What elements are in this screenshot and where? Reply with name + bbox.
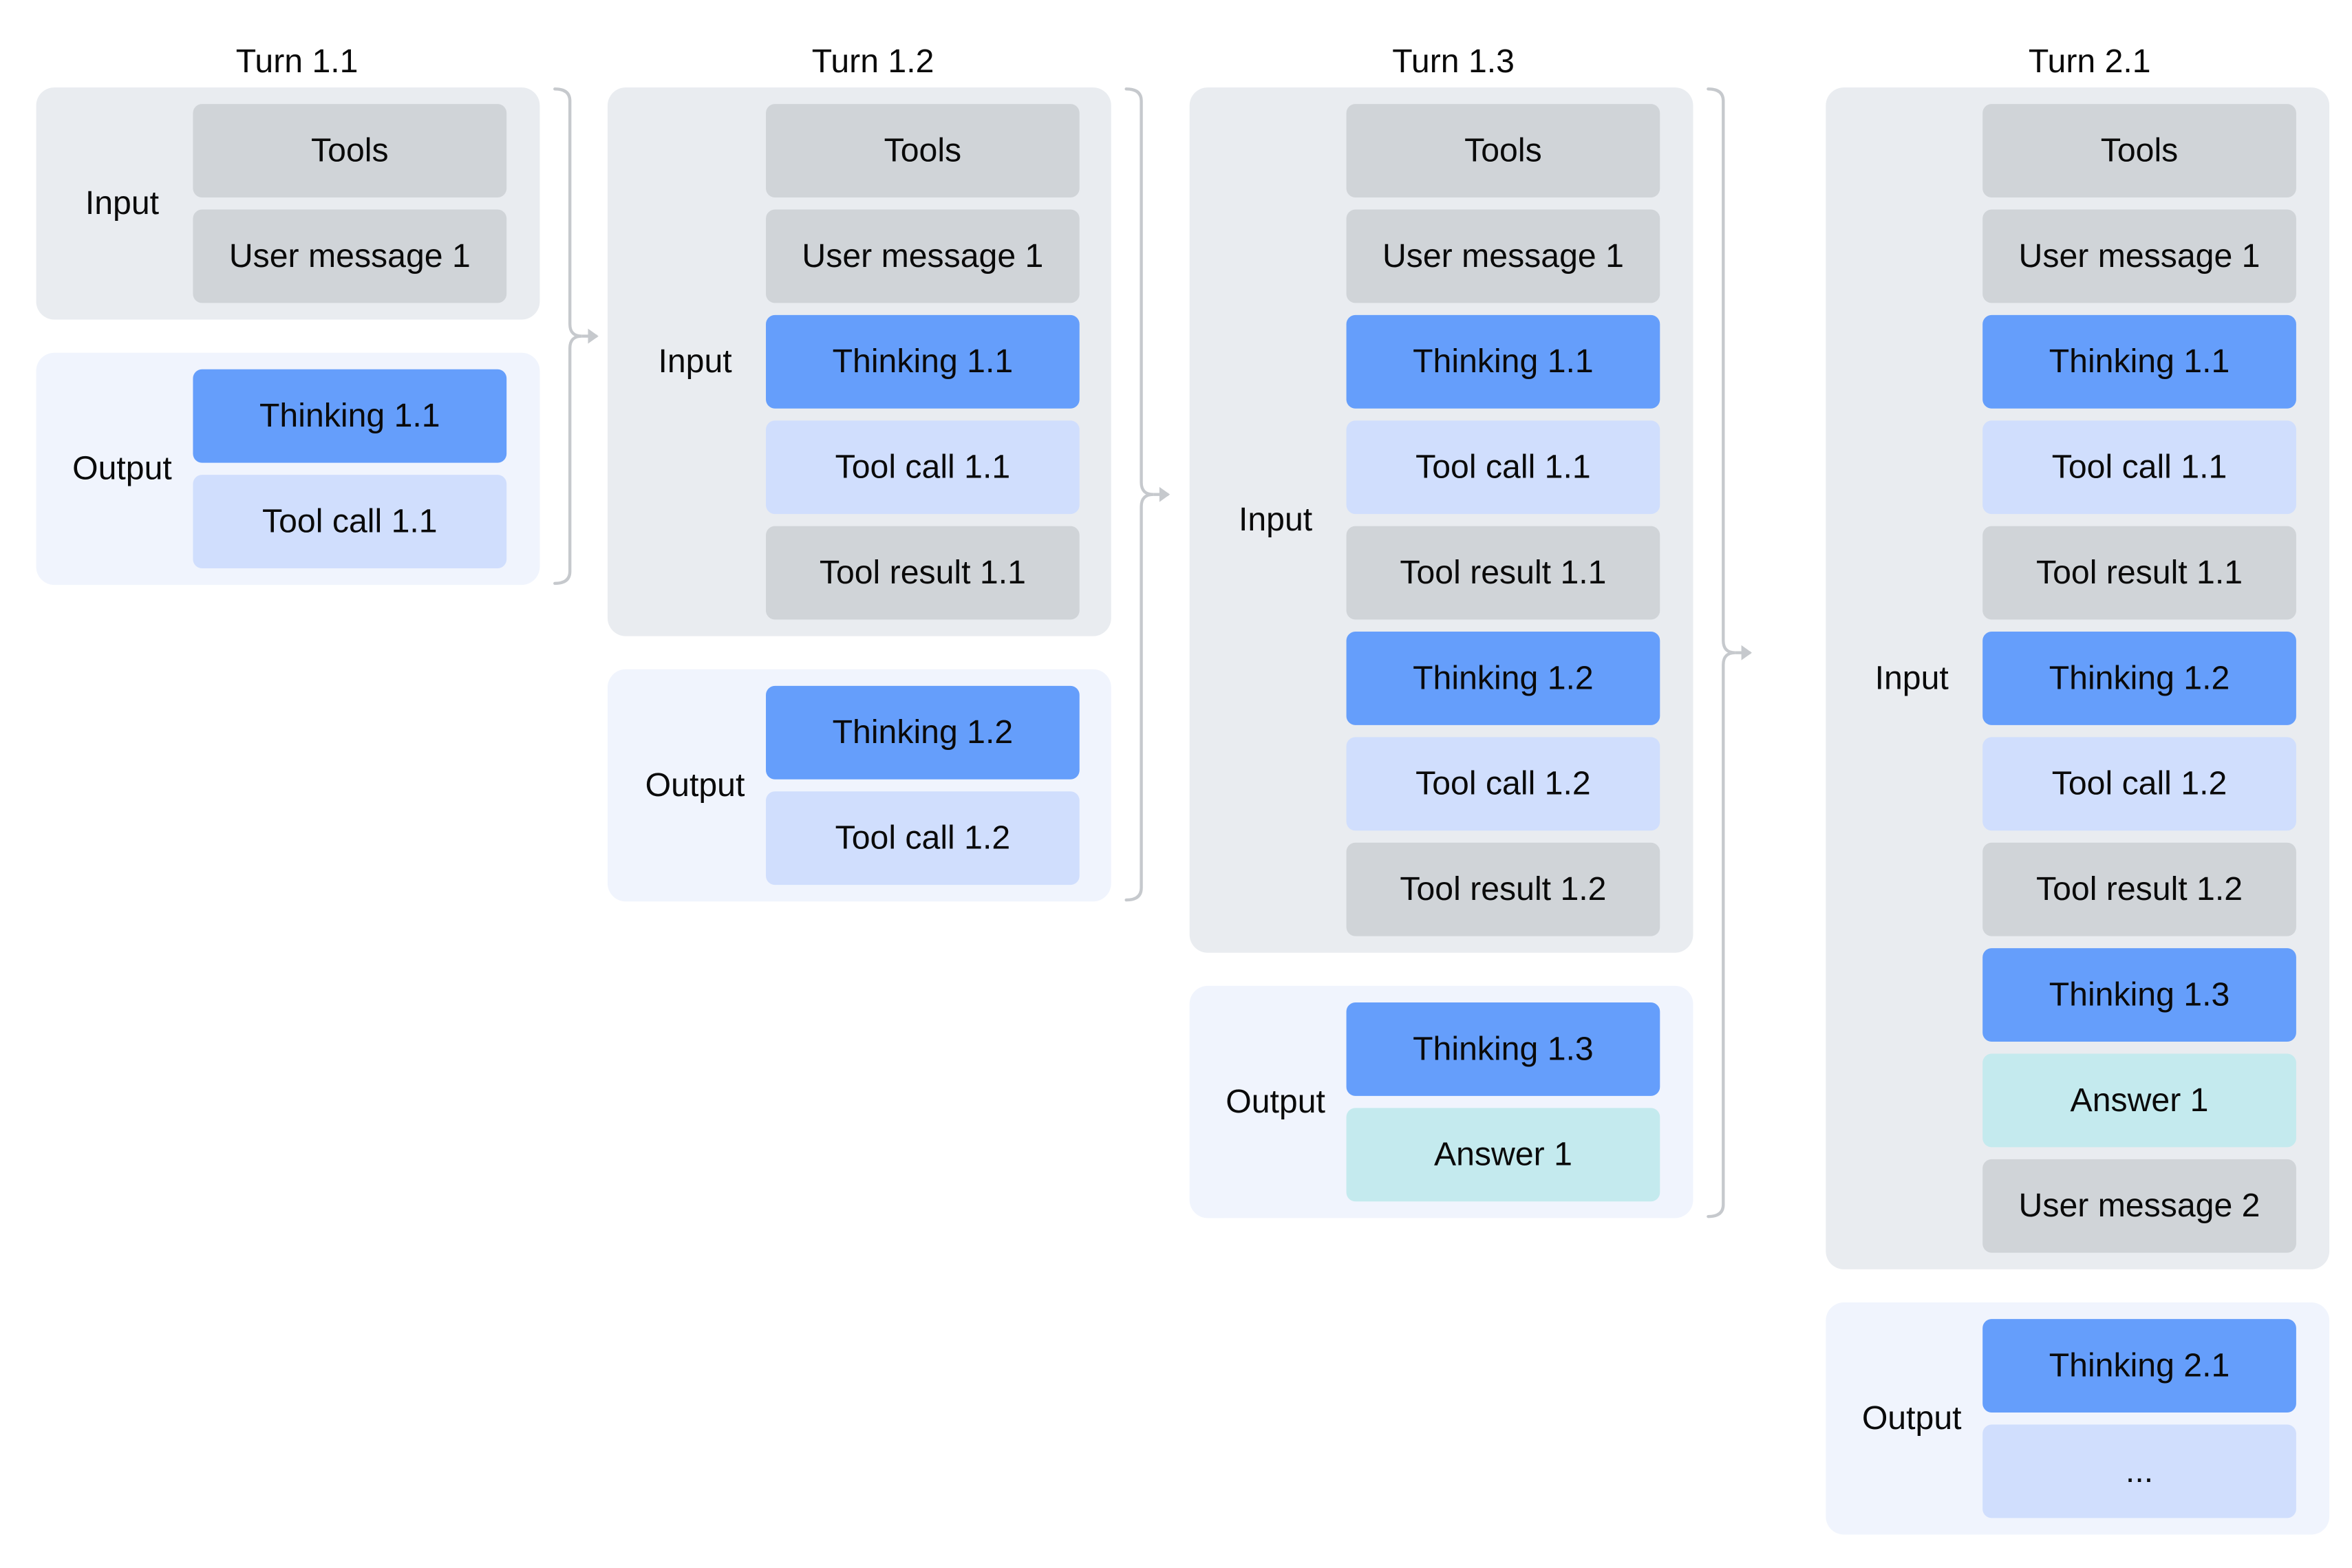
tool-result-block: Tool result 1.1 [766, 526, 1080, 620]
turn-brace [1124, 87, 1154, 902]
thinking-block: Thinking 1.1 [1346, 314, 1660, 409]
answer-block: Answer 1 [1346, 1108, 1660, 1202]
arrow-head-icon [588, 328, 599, 344]
input-label: Input [85, 184, 160, 222]
tools-block: Tools [193, 104, 507, 198]
output-label: Output [1861, 1399, 1962, 1437]
output-label: Output [72, 449, 172, 487]
thinking-block: Thinking 1.3 [1346, 1002, 1660, 1096]
user-message-block: User message 1 [1982, 209, 2296, 303]
input-label: Input [1874, 658, 1949, 697]
tool-call-block: Tool call 1.1 [1346, 420, 1660, 515]
thinking-block: Thinking 1.1 [1982, 314, 2296, 409]
tool-call-block: Tool call 1.1 [193, 475, 507, 569]
tool-call-block: Tool call 1.1 [1982, 420, 2296, 515]
thinking-block: Thinking 1.3 [1982, 948, 2296, 1042]
turn-brace [553, 87, 582, 586]
output-label: Output [645, 766, 745, 804]
tool-result-block: Tool result 1.2 [1982, 842, 2296, 936]
tool-result-block: Tool result 1.1 [1982, 526, 2296, 620]
arrow-head-icon [1741, 645, 1752, 661]
arrow-head-icon [1159, 486, 1170, 502]
tool-call-block: Tool call 1.1 [766, 420, 1080, 515]
user-message-block: User message 1 [1346, 209, 1660, 303]
turn-title: Turn 1.1 [235, 42, 359, 80]
input-label: Input [658, 342, 732, 380]
tool-result-block: Tool result 1.1 [1346, 526, 1660, 620]
thinking-block: Thinking 1.2 [1346, 632, 1660, 725]
tool-call-block: Tool call 1.2 [1346, 737, 1660, 831]
turn-title: Turn 1.3 [1392, 42, 1515, 80]
user-message-block: User message 1 [193, 209, 507, 303]
tools-block: Tools [1982, 104, 2296, 198]
thinking-block: Thinking 1.2 [1982, 632, 2296, 725]
turn-brace [1707, 87, 1735, 1218]
answer-block: Answer 1 [1982, 1053, 2296, 1148]
user-message-block: User message 1 [766, 209, 1080, 303]
user-message-block: User message 2 [1982, 1159, 2296, 1253]
tool-call-block: Tool call 1.2 [1982, 737, 2296, 831]
thinking-block: Thinking 1.1 [193, 369, 507, 463]
thinking-block: Thinking 1.1 [766, 314, 1080, 409]
thinking-block: Thinking 2.1 [1982, 1319, 2296, 1413]
output-label: Output [1226, 1082, 1325, 1120]
thinking-block: Thinking 1.2 [766, 685, 1080, 780]
tool-call-block: Tool call 1.2 [766, 791, 1080, 885]
tools-block: Tools [766, 104, 1080, 198]
turn-title: Turn 2.1 [2028, 42, 2151, 80]
input-label: Input [1238, 500, 1313, 539]
continuation-block: ... [1982, 1424, 2296, 1518]
tool-result-block: Tool result 1.2 [1346, 842, 1660, 936]
tools-block: Tools [1346, 104, 1660, 198]
turn-title: Turn 1.2 [811, 42, 934, 80]
